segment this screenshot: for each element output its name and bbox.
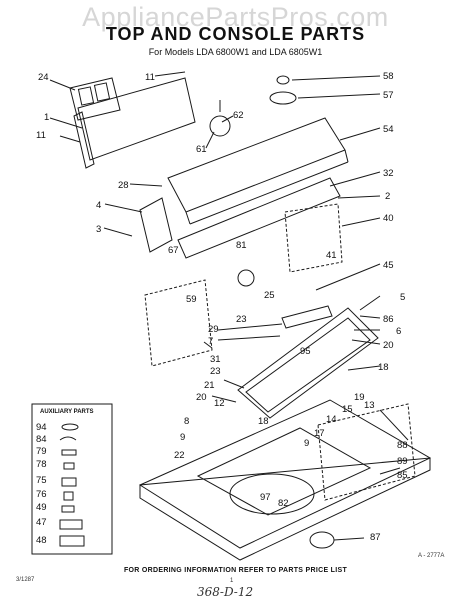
dashed-group-left (144, 279, 213, 367)
part-87 (309, 531, 335, 549)
knob (276, 75, 290, 85)
callout-label: 6 (396, 326, 401, 337)
callout-label: 23 (210, 366, 221, 377)
callout-label: 41 (326, 250, 337, 261)
callout-label: 19 (354, 392, 365, 403)
tub-opening (196, 427, 372, 516)
aux-parts: AUXILIARY PARTS 94 84 79 78 75 76 49 47 … (36, 409, 94, 547)
callout-label: 12 (214, 398, 225, 409)
aux-part-label: 48 (36, 535, 47, 546)
callout-label: 24 (38, 72, 49, 83)
callout-label: 54 (383, 124, 394, 135)
callout-label: 18 (258, 416, 269, 427)
callout-label: 3 (96, 224, 101, 235)
callout-label: 7 (208, 336, 213, 347)
callout-label: 67 (168, 245, 179, 256)
callout-label: 9 (304, 438, 309, 449)
callout-label: 28 (118, 180, 129, 191)
callout-label: 4 (96, 200, 101, 211)
callout-label: 82 (278, 498, 289, 509)
callout-label: 11 (145, 72, 155, 83)
console-back-panel (77, 77, 196, 161)
callout-label: 58 (383, 71, 394, 82)
callout-label: 59 (186, 294, 197, 305)
document-code: 3/1287 (16, 577, 35, 583)
callout-label: 22 (174, 450, 185, 461)
callout-label: 13 (364, 400, 375, 411)
callout-label: 21 (204, 380, 215, 391)
watermark: AppliancePartsPros.com (82, 2, 389, 32)
aux-part-label: 79 (36, 446, 47, 457)
callout-label: 20 (383, 340, 394, 351)
callout-label: 18 (378, 362, 389, 373)
callout-label: 45 (383, 260, 394, 271)
dial (269, 91, 297, 105)
callout-label: 87 (370, 532, 381, 543)
callout-label: 62 (233, 110, 244, 121)
lid (237, 307, 379, 419)
callout-label: 88 (397, 440, 408, 451)
rear-panel (177, 177, 341, 259)
control-panel (69, 77, 121, 121)
aux-part-label: 84 (36, 434, 47, 445)
callout-label: 1 (44, 112, 49, 123)
diagram-lines (31, 71, 432, 561)
timer (209, 115, 231, 137)
callout-label: 15 (342, 404, 353, 415)
callout-label: 81 (236, 240, 247, 251)
callout-label: 97 (260, 492, 271, 503)
callout-label: 31 (210, 354, 221, 365)
callout-label: 20 (196, 392, 207, 403)
callout-label: 61 (196, 144, 207, 155)
callout-label: 85 (397, 470, 408, 481)
callout-label: 23 (236, 314, 247, 325)
callout-label: 95 (300, 346, 311, 357)
handwritten-note: 368-D-12 (197, 585, 254, 599)
hinge (281, 305, 333, 329)
callout-label: 17 (314, 428, 325, 439)
callout-label: 11 (36, 130, 46, 141)
callout-label: 86 (383, 314, 394, 325)
aux-part-label: 47 (36, 517, 47, 528)
aux-parts-box (31, 403, 113, 555)
aux-part-label: 78 (36, 459, 47, 470)
switch (237, 269, 255, 287)
callout-label: 14 (326, 414, 337, 425)
callout-label: 40 (383, 213, 394, 224)
aux-part-label: 76 (36, 489, 47, 500)
callout-label: 8 (184, 416, 189, 427)
callout-label: 32 (383, 168, 394, 179)
callout-label: 5 (400, 292, 405, 303)
aux-part-label: 94 (36, 422, 47, 433)
aux-part-label: 49 (36, 502, 47, 513)
callout-labels: 24 11 1 11 62 61 58 57 54 32 28 2 4 3 67… (36, 71, 408, 543)
callout-label: 57 (383, 90, 394, 101)
callout-label: 25 (264, 290, 275, 301)
diagram-code: A - 2777A (418, 553, 445, 559)
page-number: 1 (230, 578, 234, 584)
callout-label: 89 (397, 456, 408, 467)
aux-part-label: 75 (36, 475, 47, 486)
callout-label: 9 (180, 432, 185, 443)
callout-label: 2 (385, 191, 390, 202)
aux-parts-title: AUXILIARY PARTS (40, 409, 94, 415)
dashed-group-right (284, 203, 343, 273)
side-bracket (139, 197, 173, 253)
footer-note: FOR ORDERING INFORMATION REFER TO PARTS … (123, 567, 348, 574)
callout-label: 29 (208, 324, 219, 335)
dashed-group-lower (317, 403, 416, 501)
page-subtitle: For Models LDA 6800W1 and LDA 6805W1 (148, 47, 323, 57)
page-title: TOP AND CONSOLE PARTS (105, 24, 366, 44)
